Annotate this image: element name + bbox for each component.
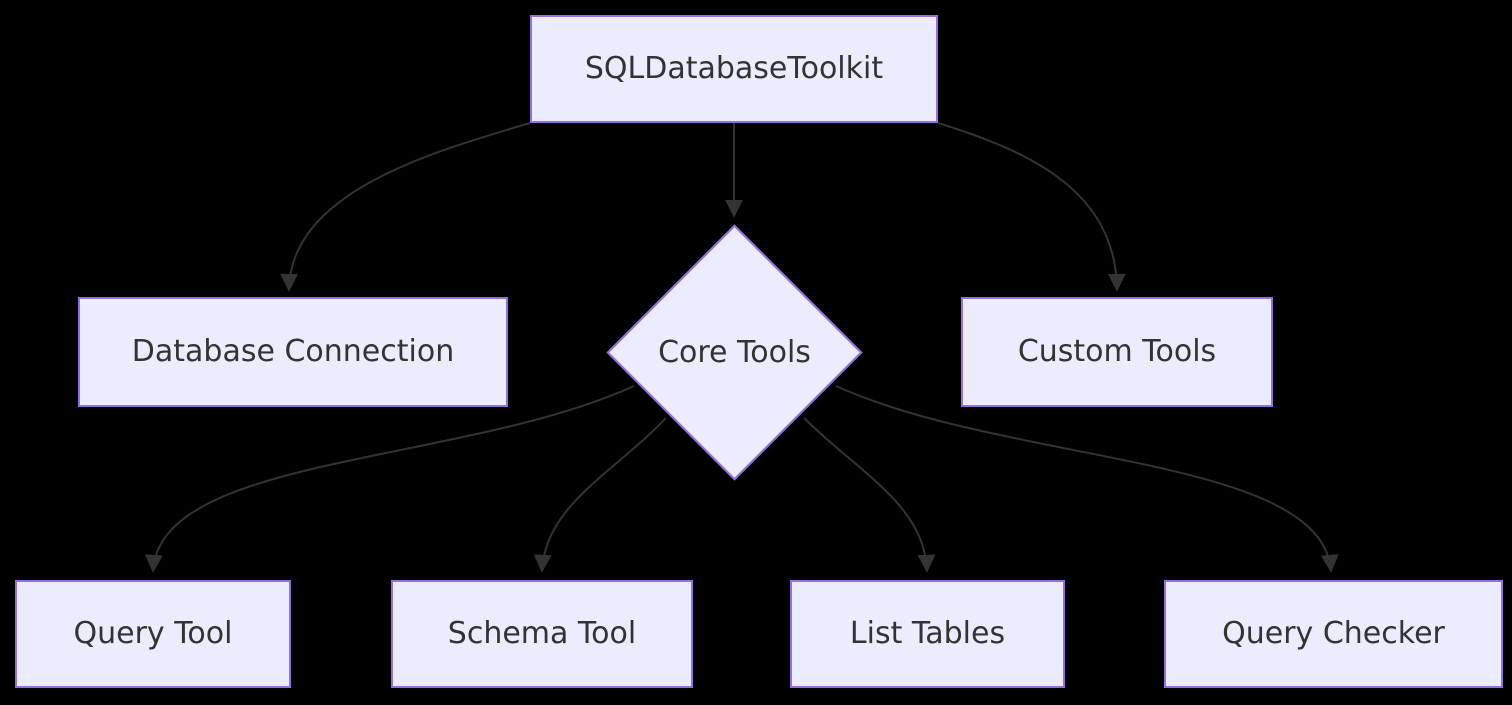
edge-toolkit-to-custom-tools xyxy=(937,122,1126,292)
node-sqldatabasetoolkit-label: SQLDatabaseToolkit xyxy=(584,51,884,86)
node-query-checker: Query Checker xyxy=(1164,580,1503,688)
edge-core-tools-to-query-checker xyxy=(835,385,1339,573)
node-list-tables: List Tables xyxy=(790,580,1065,688)
node-schema-tool-label: Schema Tool xyxy=(447,616,637,651)
edge-toolkit-to-database-connection xyxy=(280,122,531,292)
node-query-tool: Query Tool xyxy=(15,580,291,688)
node-core-tools: Core Tools xyxy=(606,224,863,481)
node-custom-tools-label: Custom Tools xyxy=(1017,334,1217,369)
edge-core-tools-to-list-tables xyxy=(803,417,936,573)
node-schema-tool: Schema Tool xyxy=(391,580,693,688)
node-query-checker-label: Query Checker xyxy=(1222,616,1445,651)
node-sqldatabasetoolkit: SQLDatabaseToolkit xyxy=(530,15,938,123)
node-list-tables-label: List Tables xyxy=(849,616,1006,651)
node-core-tools-label: Core Tools xyxy=(658,334,811,370)
edge-core-tools-to-query-tool xyxy=(145,385,635,573)
node-database-connection: Database Connection xyxy=(78,297,508,407)
edge-core-tools-to-schema-tool xyxy=(533,417,667,573)
node-custom-tools: Custom Tools xyxy=(961,297,1273,407)
node-database-connection-label: Database Connection xyxy=(131,334,455,369)
node-query-tool-label: Query Tool xyxy=(73,616,233,651)
